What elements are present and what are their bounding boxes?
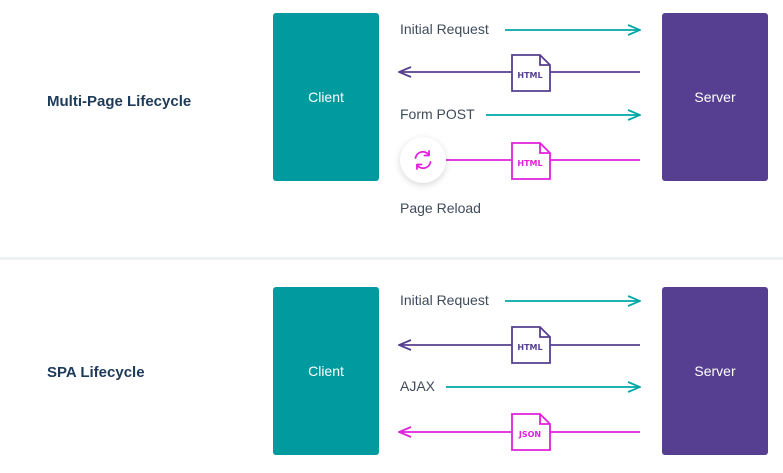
spa-server-box: Server	[662, 287, 768, 455]
refresh-icon	[414, 150, 432, 170]
section-divider	[0, 257, 783, 260]
server-label: Server	[694, 363, 736, 379]
spa-panel	[0, 260, 783, 473]
multi-initial-request-label: Initial Request	[400, 21, 495, 37]
server-label: Server	[694, 89, 736, 105]
spa-ajax-label: AJAX	[400, 378, 442, 394]
multi-page-server-box: Server	[662, 13, 768, 181]
spa-title: SPA Lifecycle	[47, 364, 145, 381]
client-label: Client	[308, 89, 344, 105]
page-reload-badge	[400, 137, 446, 183]
multi-form-post-label: Form POST	[400, 106, 481, 122]
spa-initial-request-label: Initial Request	[400, 292, 495, 308]
client-label: Client	[308, 363, 344, 379]
spa-client-box: Client	[273, 287, 379, 455]
multi-page-title: Multi-Page Lifecycle	[47, 93, 192, 110]
page-reload-label: Page Reload	[400, 200, 481, 216]
multi-page-panel	[0, 0, 783, 257]
multi-page-client-box: Client	[273, 13, 379, 181]
